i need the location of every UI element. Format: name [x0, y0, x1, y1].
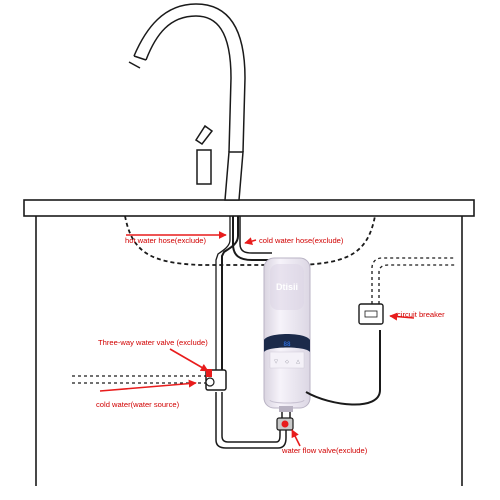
heater-control-mode: ◇ — [285, 359, 289, 365]
label-cold-water-source: cold water(water source) — [96, 400, 180, 409]
three-way-valve-icon — [205, 369, 227, 391]
cold-water-source-pipe — [72, 375, 206, 384]
hoses — [215, 216, 272, 380]
heater-brand: Dtisii — [276, 282, 298, 292]
label-three-way-valve: Three-way water valve (exclude) — [98, 338, 208, 347]
heater-display: 88 — [283, 341, 291, 348]
feed-pipe — [215, 392, 287, 449]
label-cold-water-hose: cold water hose(exclude) — [259, 236, 344, 245]
circuit-breaker-icon — [358, 257, 456, 325]
label-water-flow-valve: water flow valve(exclude) — [281, 446, 368, 455]
power-cable — [305, 330, 381, 406]
heater-control-up: △ — [296, 359, 300, 365]
flow-valve-icon — [276, 417, 294, 431]
annotation-arrows — [99, 231, 415, 447]
sink-cabinet — [23, 199, 475, 486]
faucet-icon — [128, 3, 246, 201]
label-hot-water-hose: hot water hose(exclude) — [125, 236, 207, 245]
label-circuit-breaker: circuit breaker — [397, 310, 445, 319]
heater-control-down: ▽ — [274, 359, 278, 365]
sink-basin — [124, 215, 376, 266]
